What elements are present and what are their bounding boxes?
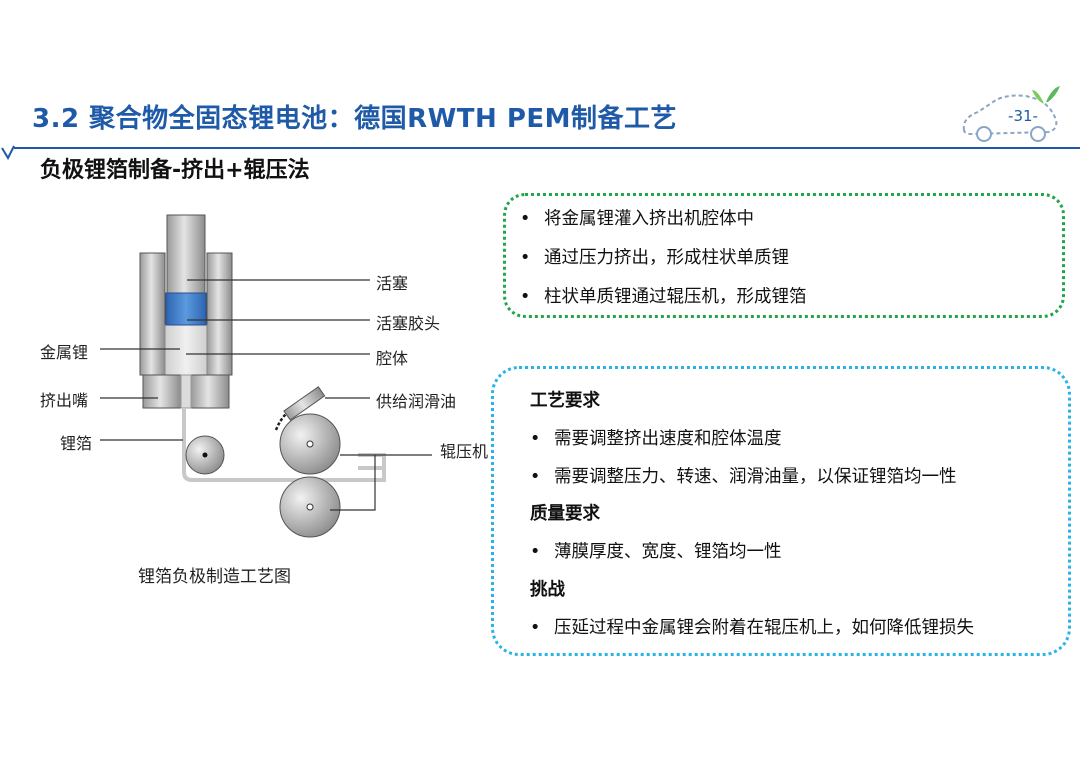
- lubricant-nozzle: [283, 386, 326, 421]
- diagram-caption: 锂箔负极制造工艺图: [138, 567, 291, 587]
- label-nozzle: 挤出嘴: [40, 391, 89, 410]
- list-item: •薄膜厚度、宽度、锂箔均一性: [530, 542, 782, 562]
- cavity-wall-right: [206, 252, 233, 376]
- label-foil: 锂箔: [60, 434, 93, 453]
- process-steps-box: [503, 193, 1065, 318]
- extrusion-diagram: [100, 214, 432, 538]
- challenge-heading: 挑战: [530, 580, 565, 600]
- requirements-box: [491, 366, 1071, 656]
- label-lubricant: 供给润滑油: [376, 392, 457, 411]
- label-piston-seal: 活塞胶头: [376, 314, 441, 333]
- piston: [166, 214, 206, 294]
- label-cavity: 腔体: [376, 349, 409, 368]
- lithium-in-cavity: [164, 324, 208, 376]
- list-item: •压延过程中金属锂会附着在辊压机上，如何降低锂损失: [530, 618, 974, 638]
- page-number: -31-: [1008, 107, 1038, 125]
- process-requirements-heading: 工艺要求: [530, 391, 600, 411]
- quality-requirements-heading: 质量要求: [530, 504, 600, 524]
- nozzle-right: [190, 374, 230, 409]
- nozzle-left: [142, 374, 182, 409]
- section-subtitle: 负极锂箔制备-挤出+辊压法: [40, 158, 310, 183]
- list-item: •需要调整压力、转速、润滑油量，以保证锂箔均一性: [530, 467, 957, 487]
- page-title: 3.2 聚合物全固态锂电池：德国RWTH PEM制备工艺: [32, 104, 678, 134]
- label-lithium-metal: 金属锂: [40, 343, 89, 362]
- list-item: •通过压力挤出，形成柱状单质锂: [520, 248, 789, 268]
- extruded-lithium: [180, 374, 192, 409]
- list-item: •将金属锂灌入挤出机腔体中: [520, 209, 754, 229]
- list-item: •柱状单质锂通过辊压机，形成锂箔: [520, 287, 807, 307]
- cavity-wall-left: [139, 252, 166, 376]
- car-logo-icon: [962, 86, 1060, 142]
- header-divider: [1, 145, 1080, 161]
- label-piston: 活塞: [376, 274, 409, 293]
- list-item: •需要调整挤出速度和腔体温度: [530, 429, 782, 449]
- label-roller: 辊压机: [440, 442, 489, 461]
